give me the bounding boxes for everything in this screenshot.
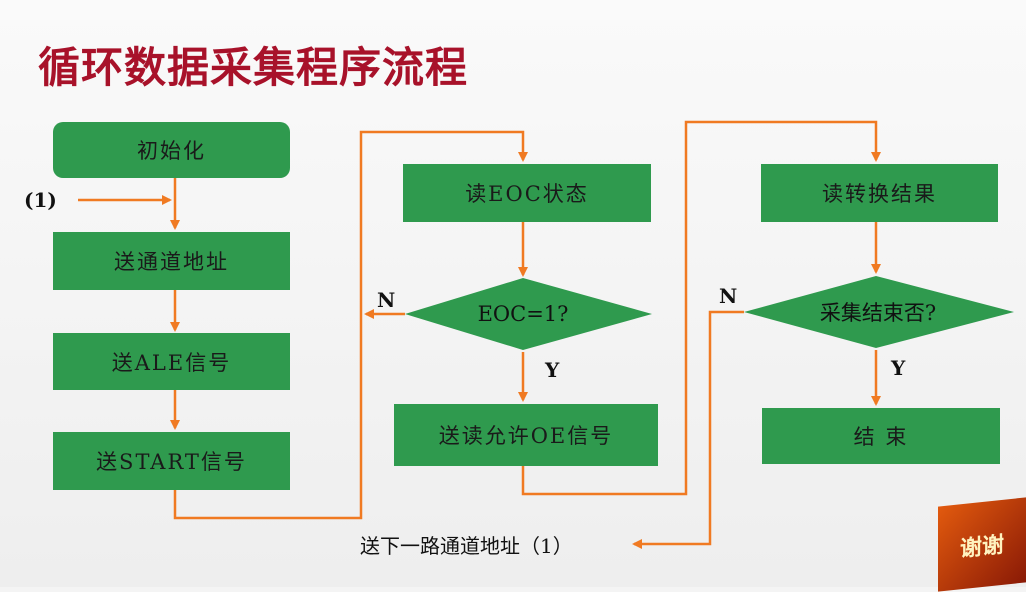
read-eoc-box: 读EOC状态 [403, 164, 651, 222]
send-ale-box: 送ALE信号 [53, 333, 290, 390]
send-oe-box: 送读允许OE信号 [394, 404, 658, 466]
read-result-box: 读转换结果 [761, 164, 998, 222]
end-box: 结 束 [762, 408, 1000, 464]
eoc-yes-label: Y [545, 358, 560, 382]
thanks-badge: 谢谢 [938, 497, 1026, 592]
entry-point-label: (1) [24, 188, 57, 212]
send-start-box: 送START信号 [53, 432, 290, 490]
done-no-label: N [719, 284, 738, 308]
init-box: 初始化 [53, 122, 290, 178]
arrow-done-no [632, 310, 744, 549]
send-address-box: 送通道地址 [53, 232, 290, 290]
decision-eoc-label: EOC=1? [477, 302, 569, 326]
decision-done-label: 采集结束否? [819, 301, 937, 325]
next-channel-label: 送下一路通道地址（1） [360, 534, 573, 558]
arrow-oe-to-result [521, 120, 881, 496]
decision-eoc-shape [405, 278, 652, 350]
eoc-no-label: N [377, 288, 396, 312]
page-title: 循环数据采集程序流程 [38, 43, 469, 92]
arrow-start-to-eoc [173, 130, 528, 520]
done-yes-label: Y [891, 356, 906, 380]
decision-done-shape [744, 276, 1014, 348]
